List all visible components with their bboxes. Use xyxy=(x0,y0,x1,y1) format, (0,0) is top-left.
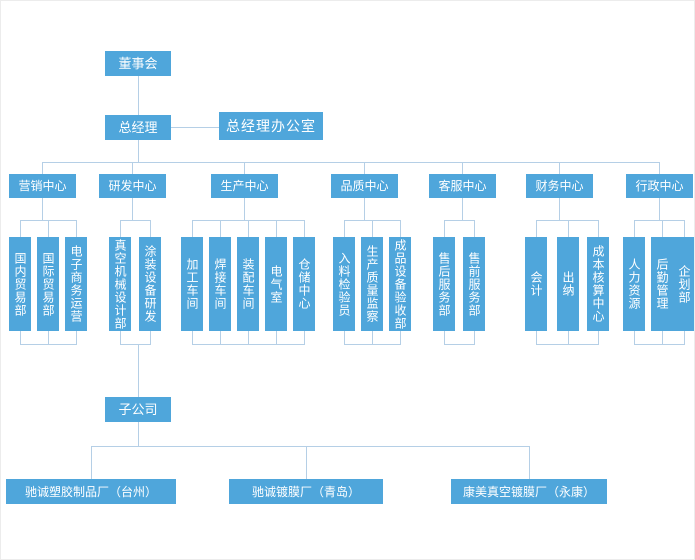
admin-center-node: 行政中心 xyxy=(626,174,693,198)
after-sales-service-dept-node: 售后服务部 xyxy=(433,237,455,331)
ecommerce-operations-node: 电子商务运营 xyxy=(65,237,87,331)
domestic-trade-dept-node: 国内贸易部 xyxy=(9,237,31,331)
cashier-node: 出纳 xyxy=(557,237,579,331)
human-resources-node: 人力资源 xyxy=(623,237,645,331)
assembly-workshop-node: 装配车间 xyxy=(237,237,259,331)
customer-service-center-node: 客服中心 xyxy=(429,174,496,198)
vacuum-machinery-design-dept-node: 真空机械设计部 xyxy=(109,237,131,331)
pre-sales-service-dept-node: 售前服务部 xyxy=(463,237,485,331)
planning-dept-node: 企划部 xyxy=(673,237,694,331)
board-of-directors-node: 董事会 xyxy=(105,51,171,76)
gm-office-node: 总经理办公室 xyxy=(219,112,323,140)
subsidiary-node: 子公司 xyxy=(105,397,171,422)
welding-workshop-node: 焊接车间 xyxy=(209,237,231,331)
factory-yongkang-node: 康美真空镀膜厂（永康） xyxy=(451,479,607,504)
cost-accounting-center-node: 成本核算中心 xyxy=(587,237,609,331)
rd-center-node: 研发中心 xyxy=(99,174,166,198)
international-trade-dept-node: 国际贸易部 xyxy=(37,237,59,331)
coating-equipment-rd-node: 涂装设备研发 xyxy=(139,237,161,331)
processing-workshop-node: 加工车间 xyxy=(181,237,203,331)
marketing-center-node: 营销中心 xyxy=(9,174,76,198)
finance-center-node: 财务中心 xyxy=(526,174,593,198)
logistics-management-node: 后勤管理 xyxy=(651,237,673,331)
accountant-node: 会计 xyxy=(525,237,547,331)
factory-taizhou-node: 驰诚塑胶制品厂（台州） xyxy=(6,479,176,504)
incoming-inspection-node: 入料检验员 xyxy=(333,237,355,331)
finished-product-acceptance-dept-node: 成品设备验收部 xyxy=(389,237,411,331)
production-center-node: 生产中心 xyxy=(211,174,278,198)
factory-qingdao-node: 驰诚镀膜厂（青岛） xyxy=(229,479,383,504)
warehouse-center-node: 仓储中心 xyxy=(293,237,315,331)
general-manager-node: 总经理 xyxy=(105,115,171,140)
electrical-room-node: 电气室 xyxy=(265,237,287,331)
quality-center-node: 品质中心 xyxy=(331,174,398,198)
production-quality-supervision-node: 生产质量监察 xyxy=(361,237,383,331)
